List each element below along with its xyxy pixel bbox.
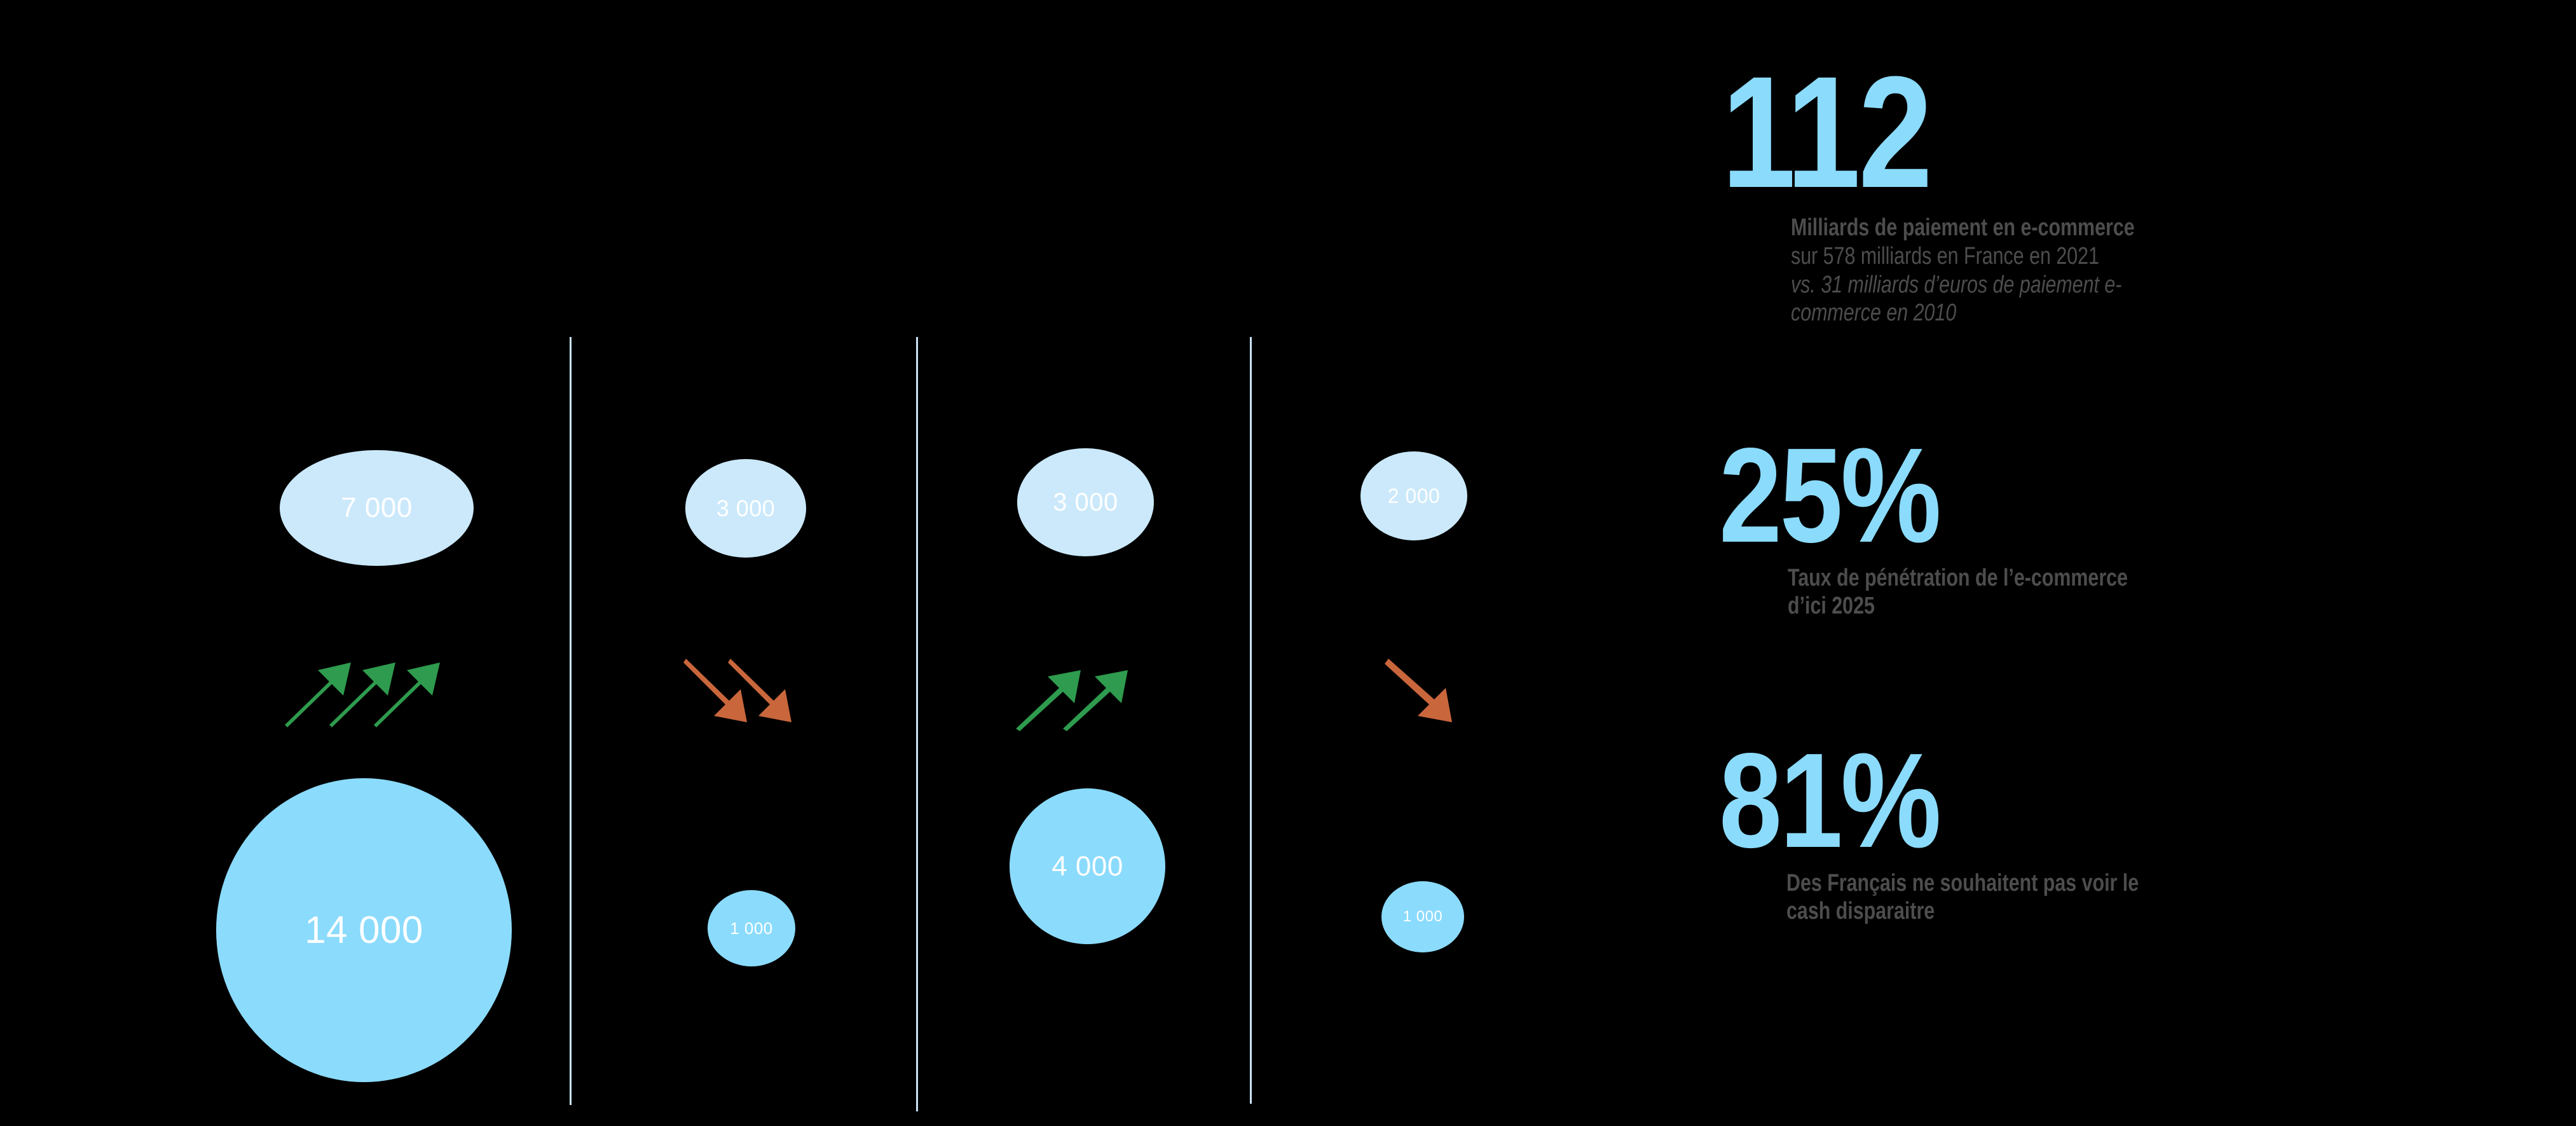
stat-number-112: 112	[1722, 43, 1933, 221]
arrow-up-icon	[1016, 670, 1081, 731]
top-bubble-label-col-2: 3 000	[716, 495, 776, 521]
stat-block-ecommerce-volume: 112 Milliards de paiement en e-commerce …	[1716, 43, 2576, 327]
column-divider-2	[916, 337, 918, 1111]
arrow-up-icon	[329, 663, 395, 727]
stat-line: vs. 31 milliards d’euros de paiement e-	[1791, 271, 2122, 298]
bottom-bubble-label-col-2: 1 000	[730, 919, 773, 938]
top-bubble-label-col-3: 3 000	[1053, 488, 1118, 516]
trend-arrows-up-col-3	[1012, 655, 1149, 734]
bottom-bubble-col-2[interactable]: 1 000	[708, 890, 795, 966]
stat-line: sur 578 milliards en France en 2021	[1791, 242, 2099, 270]
bottom-bubble-col-3[interactable]: 4 000	[1010, 788, 1165, 944]
stat-line: Des Français ne souhaitent pas voir le	[1786, 869, 2139, 896]
stat-number-25-percent: 25%	[1719, 420, 1942, 570]
trend-arrows-up-col-1	[280, 636, 464, 731]
stat-line: Milliards de paiement en e-commerce	[1791, 214, 2135, 241]
statistics-panel: 112 Milliards de paiement en e-commerce …	[1716, 0, 2576, 1126]
trend-arrows-down-col-4	[1385, 655, 1467, 734]
stat-line: commerce en 2010	[1791, 299, 1957, 327]
trend-arrows-down-col-2	[683, 655, 817, 734]
stat-description-112: Milliards de paiement en e-commerce sur …	[1791, 214, 2576, 327]
stat-line: d’ici 2025	[1788, 593, 1875, 620]
stat-description-25-percent: Taux de pénétration de l’e-commerce d’ic…	[1788, 564, 2576, 621]
bottom-bubble-col-4[interactable]: 1 000	[1381, 881, 1464, 952]
top-bubble-col-4[interactable]: 2 000	[1360, 451, 1467, 540]
top-bubble-col-1[interactable]: 7 000	[280, 450, 474, 566]
stat-block-penetration-rate: 25% Taux de pénétration de l’e-commerce …	[1716, 420, 2576, 621]
bottom-bubble-col-1[interactable]: 14 000	[216, 778, 512, 1082]
arrow-down-icon	[728, 659, 791, 722]
stat-number-81-percent: 81%	[1719, 725, 1942, 875]
bottom-bubble-label-col-1: 14 000	[305, 909, 423, 951]
top-bubble-col-2[interactable]: 3 000	[685, 459, 806, 558]
arrow-down-icon	[683, 659, 747, 722]
bottom-bubble-label-col-4: 1 000	[1402, 908, 1443, 925]
column-divider-1	[570, 337, 572, 1105]
top-bubble-label-col-1: 7 000	[341, 492, 413, 523]
arrow-up-icon	[1063, 670, 1128, 731]
stat-block-cash-preference: 81% Des Français ne souhaitent pas voir …	[1716, 725, 2576, 926]
stat-line: Taux de pénétration de l’e-commerce	[1788, 564, 2128, 591]
column-divider-3	[1250, 337, 1252, 1104]
stat-line: cash disparaitre	[1786, 898, 1935, 925]
bottom-bubble-label-col-3: 4 000	[1052, 850, 1123, 882]
stat-description-81-percent: Des Français ne souhaitent pas voir le c…	[1786, 869, 2576, 926]
top-bubble-label-col-4: 2 000	[1387, 484, 1441, 507]
top-bubble-col-3[interactable]: 3 000	[1017, 448, 1154, 556]
arrow-up-icon	[374, 663, 440, 727]
arrow-up-icon	[285, 663, 351, 727]
arrow-down-icon	[1385, 659, 1452, 722]
